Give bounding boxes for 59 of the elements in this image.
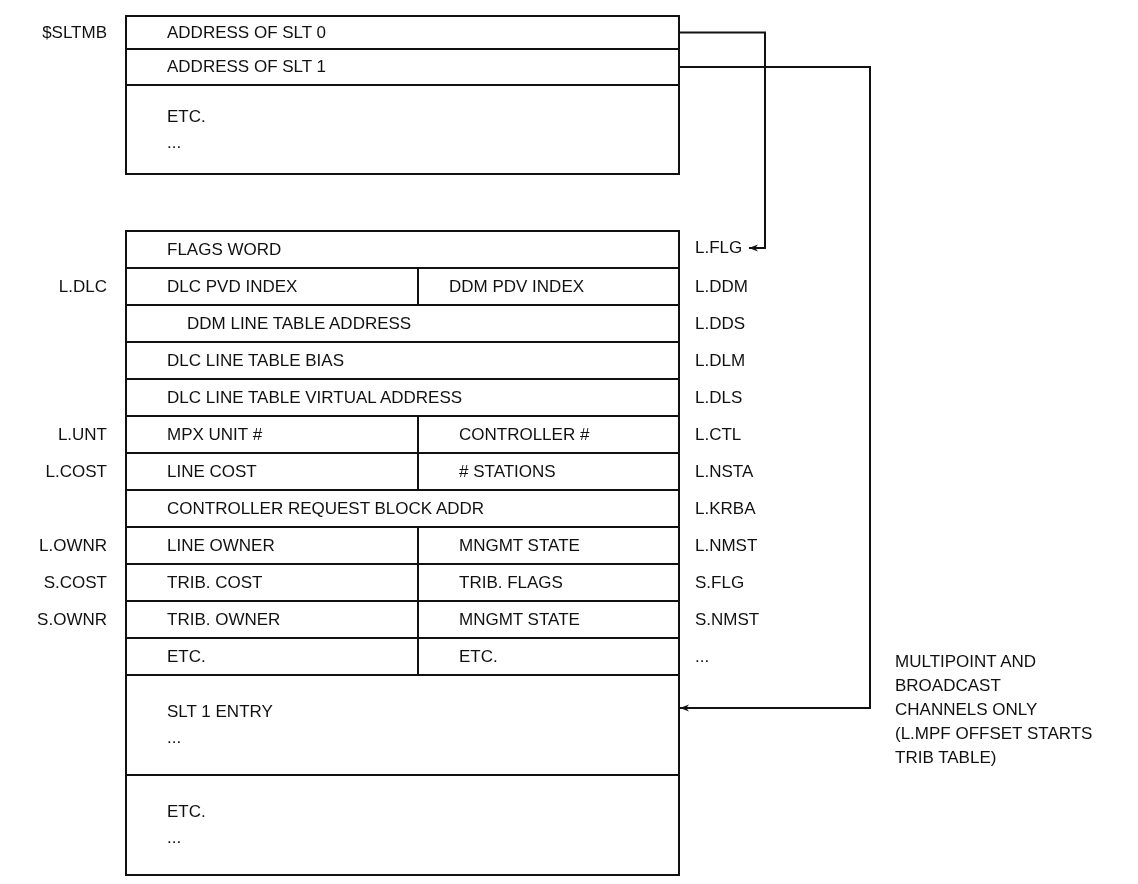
table-row [125,84,680,175]
field-name-label: S.FLG [695,572,745,593]
cell-text: ETC. [167,105,207,128]
cell-text: LINE COST [167,460,258,483]
field-name-label: S.COST [43,572,107,593]
cell-text: CONTROLLER # [459,423,591,446]
cell-text: TRIB. COST [167,571,264,594]
cell-text: CONTROLLER REQUEST BLOCK ADDR [167,497,486,520]
cell-text: DLC LINE TABLE VIRTUAL ADDRESS [167,386,464,409]
cell-text: TRIB. OWNER [167,608,282,631]
cell-text: ETC. [459,645,499,668]
cell-text: ADDRESS OF SLT 1 [167,56,328,78]
table-row [125,15,680,50]
cell-text: ... [167,131,183,154]
field-name-label: L.UNT [57,424,107,445]
field-name-label: L.DLC [58,276,107,297]
table-row [125,674,680,776]
cell-text: ADDRESS OF SLT 0 [167,21,328,44]
cell-text: SLT 1 ENTRY [167,701,274,723]
field-name-label: $SLTMB [42,22,107,43]
field-name-label: L.NMST [695,535,758,556]
cell-text: ... [167,827,183,849]
field-name-label: L.FLG [695,238,743,258]
field-name-label: L.KRBA [695,498,756,519]
cell-text: TRIB. FLAGS [459,571,564,594]
cell-text: DLC LINE TABLE BIAS [167,349,345,372]
cell-text: ... [167,727,183,749]
cell-text: ETC. [167,801,207,823]
cell-text: DDM LINE TABLE ADDRESS [187,312,413,335]
table-row [125,378,680,417]
field-name-label: L.DLS [695,387,743,408]
table-row [125,48,680,86]
table-row [125,304,680,343]
field-name-label: L.CTL [695,424,742,445]
note-text: MULTIPOINT AND BROADCAST CHANNELS ONLY (L.MPF OFFSET STARTS TRIB TABLE) [895,651,1094,769]
field-name-label: L.OWNR [39,535,107,556]
cell-text: MNGMT STATE [459,534,581,557]
cell-text: DLC PVD INDEX [167,275,299,298]
cell-text: MPX UNIT # [167,423,264,446]
cell-text: LINE OWNER [167,534,276,557]
field-name-label: S.NMST [695,609,760,630]
arrow [679,66,871,712]
field-name-label: ... [695,646,710,667]
cell-text: FLAGS WORD [167,238,283,261]
field-name-label: L.DDS [695,313,746,334]
field-name-label: L.NSTA [695,461,754,482]
cell-text: ETC. [167,645,207,668]
cell-text: # STATIONS [459,460,557,483]
cell-text: DDM PDV INDEX [449,275,586,298]
table-row [125,341,680,380]
table-row [125,774,680,876]
arrow [679,31,766,252]
cell-text: MNGMT STATE [459,608,581,631]
table-row [125,230,680,269]
field-name-label: L.DDM [695,276,748,297]
table-row [125,489,680,528]
field-name-label: S.OWNR [37,609,107,630]
field-name-label: L.COST [45,461,107,482]
field-name-label: L.DLM [695,350,746,371]
